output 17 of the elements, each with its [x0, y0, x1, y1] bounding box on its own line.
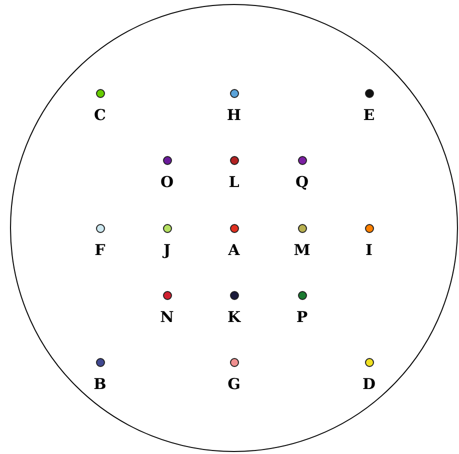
- point-label: K: [227, 309, 241, 325]
- point-label: I: [365, 242, 373, 258]
- point-label: G: [228, 376, 240, 392]
- point-label: E: [363, 107, 375, 123]
- point-label: N: [160, 309, 174, 325]
- point-label: D: [362, 376, 376, 392]
- point-label: M: [294, 242, 310, 258]
- point-label: H: [226, 107, 242, 123]
- point-label: C: [94, 107, 106, 123]
- point-label: J: [163, 242, 171, 258]
- point-label: B: [94, 376, 106, 392]
- point-label: Q: [295, 174, 309, 190]
- point-label: O: [160, 174, 174, 190]
- point-label: A: [228, 242, 240, 258]
- point-label: P: [296, 309, 308, 325]
- point-label: L: [228, 174, 240, 190]
- point-label: F: [94, 242, 106, 258]
